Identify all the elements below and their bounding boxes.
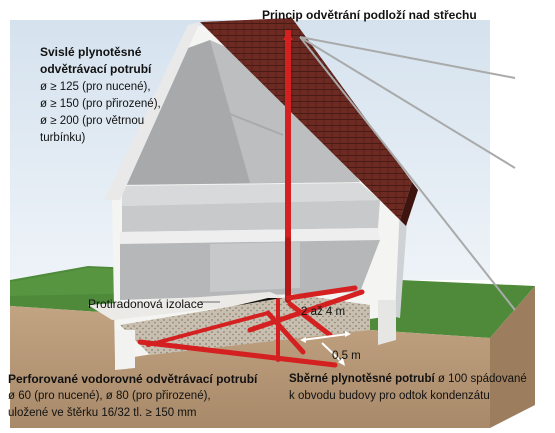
dimension-spacing-label: 2 až 4 m xyxy=(301,306,346,318)
vertical-pipe-spec-1: ø ≥ 125 (pro nucené), xyxy=(40,81,151,93)
vertical-pipe-heading-2: odvětrávací potrubí xyxy=(40,62,152,76)
pipe-collector-main xyxy=(247,289,365,333)
ground-floor-back xyxy=(210,242,300,292)
pipe-branch-left xyxy=(265,310,306,355)
leader-title-1 xyxy=(299,36,516,79)
pipe-perforated-front xyxy=(146,311,270,347)
leader-title-3 xyxy=(299,36,516,311)
foundation-wall-right xyxy=(378,300,396,345)
leader-title-2 xyxy=(299,36,516,169)
roof-eave xyxy=(400,182,418,226)
vertical-pipe-spec-4: turbínku) xyxy=(40,132,86,144)
upper-room xyxy=(122,200,380,232)
dimension-arrow-spacing xyxy=(301,333,349,341)
diagram-title: Princip odvětrání podloží nad střechu xyxy=(262,8,477,22)
vertical-pipe-spec-3: ø ≥ 200 (pro větrnou xyxy=(40,115,145,127)
leader-lines xyxy=(200,36,516,311)
horizontal-pipes-heading: Perforované vodorovné odvětrávací potrub… xyxy=(8,372,258,386)
ventilation-pipes xyxy=(137,37,365,368)
dimension-offset-label: 0,5 m xyxy=(332,350,361,362)
roof xyxy=(200,18,412,220)
pipe-collector-rear xyxy=(285,285,358,301)
insulation-label: Protiradonová izolace xyxy=(88,297,204,311)
foundation-wall xyxy=(115,330,135,370)
dimension-offset-head xyxy=(338,358,345,366)
dimension-arrowhead-right xyxy=(345,331,351,337)
floor-slab xyxy=(88,292,290,320)
leader-vertical-pipe xyxy=(224,111,284,136)
middle-floor xyxy=(120,228,380,244)
horizontal-pipes-line-3: uložené ve štěrku 16/32 tl. ≥ 150 mm xyxy=(8,407,197,419)
vertical-pipe-heading-1: Svislé plynotěsné xyxy=(40,45,142,59)
horizontal-pipes-line-2: ø 60 (pro nucené), ø 80 (pro přirozené), xyxy=(8,390,211,402)
pipe-collector-front xyxy=(137,339,338,368)
vertical-pipe-spec-2: ø ≥ 150 (pro přirozené), xyxy=(40,98,161,110)
pipe-branch-right xyxy=(287,301,333,338)
dimension-arrowhead-left xyxy=(300,337,306,343)
soil-side xyxy=(490,286,535,428)
attic-floor xyxy=(122,183,380,206)
roof-left-edge xyxy=(104,22,200,200)
collector-pipe-heading: Sběrné plynotěsné potrubí xyxy=(289,373,435,385)
collector-pipe-label: Sběrné plynotěsné potrubí ø 100 spádovan… xyxy=(289,372,527,387)
collector-pipe-line-2: k obvodu budovy pro odtok kondenzátu xyxy=(289,390,490,402)
collector-pipe-detail: ø 100 spádované xyxy=(434,373,527,385)
roof-vent-stub xyxy=(285,30,291,45)
